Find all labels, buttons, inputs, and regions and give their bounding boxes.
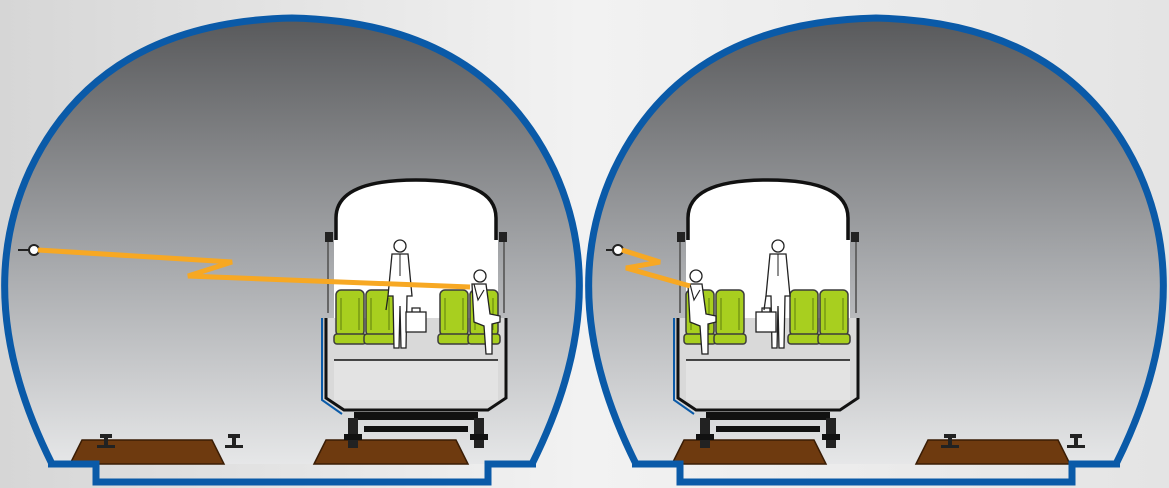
seat-icon: [787, 289, 821, 345]
right-train-car: [672, 178, 861, 450]
seat-icon: [333, 289, 367, 345]
briefcase-icon: [405, 307, 427, 333]
right-tunnel: [585, 14, 1167, 486]
left-tunnel-base: [48, 460, 536, 486]
left-tunnel-lining: [1, 14, 583, 466]
seat-icon: [437, 289, 471, 345]
left-tunnel-track-right: [313, 439, 469, 465]
seat-icon: [363, 289, 397, 345]
seat-icon: [817, 289, 851, 345]
right-tunnel-lining: [585, 14, 1167, 466]
wall-antenna-icon: [606, 244, 624, 256]
sleeper-icon: [69, 439, 225, 465]
left-train-car: [320, 178, 509, 450]
right-signal-path: [621, 247, 691, 289]
sleeper-icon: [915, 439, 1071, 465]
seat-icon: [713, 289, 747, 345]
sleeper-icon: [671, 439, 827, 465]
left-signal-path: [37, 247, 471, 290]
right-tunnel-track-left: [671, 439, 827, 465]
briefcase-icon: [755, 307, 777, 333]
left-tunnel: [1, 14, 583, 486]
sleeper-icon: [313, 439, 469, 465]
right-tunnel-base: [632, 460, 1120, 486]
